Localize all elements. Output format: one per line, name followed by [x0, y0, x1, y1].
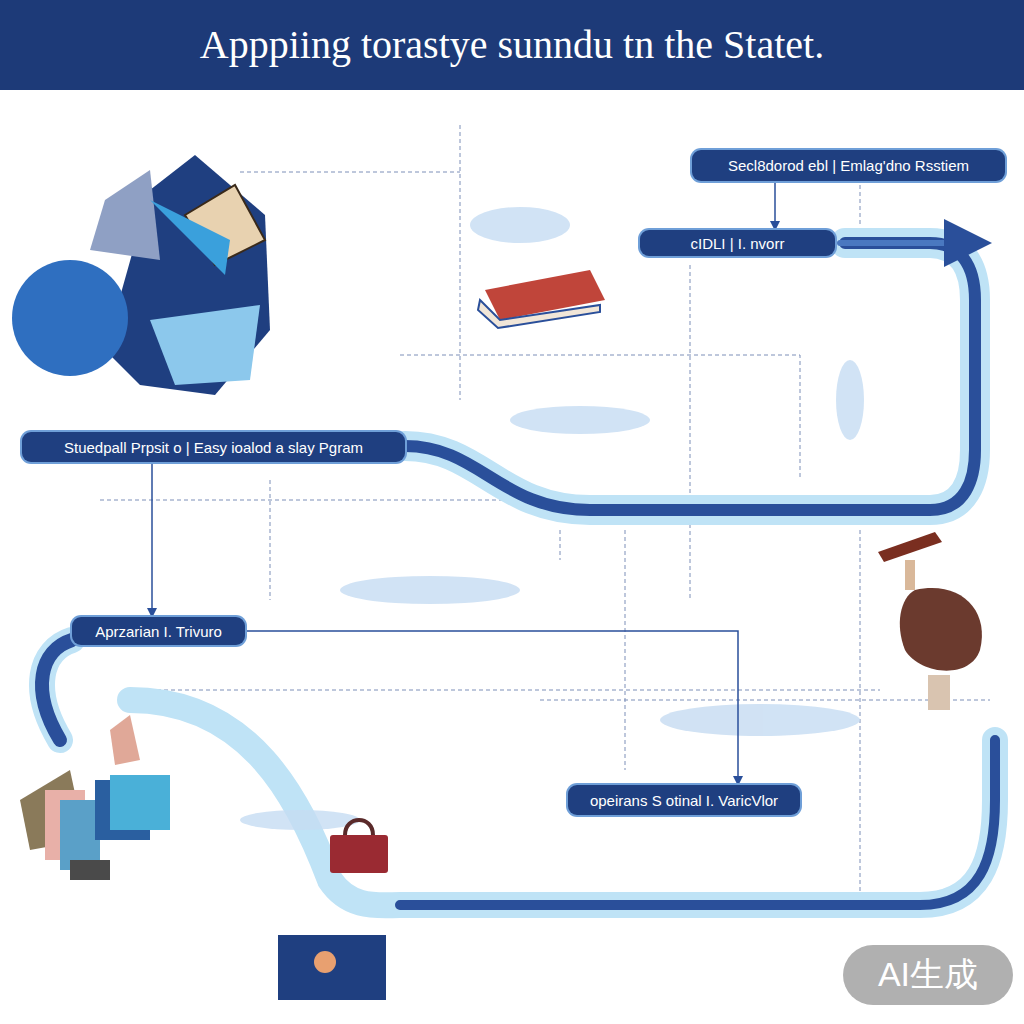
splashes [240, 207, 864, 830]
buildings-icon [20, 715, 170, 880]
connector [774, 181, 776, 230]
pill-text: cIDLI | I. nvorr [691, 235, 785, 252]
book-icon [478, 270, 605, 328]
suitcase-icon [900, 588, 982, 710]
watermark-badge: AI生成 [843, 945, 1013, 1005]
title: Apppiing torastye sunndu tn the Statet. [0, 0, 1024, 90]
label-pill: Aprzarian I. Trivuro [72, 617, 245, 645]
connector [151, 462, 153, 617]
pill-text: Stuedpall Prpsit o | Easy ioalod a slay … [64, 439, 363, 456]
pill-text: Aprzarian I. Trivuro [95, 623, 222, 640]
pen-icon [878, 532, 942, 590]
label-pill: Stuedpall Prpsit o | Easy ioalod a slay … [22, 432, 405, 462]
flag-icon [278, 935, 386, 1000]
label-pill: opeirans S otinal I. VaricVlor [568, 785, 800, 815]
guide-lines [100, 125, 990, 900]
label-pill: cIDLI | I. nvorr [640, 230, 835, 256]
pill-text: Secl8dorod ebl | Emlag'dno Rsstiem [728, 157, 969, 174]
watermark: AI生成 [878, 952, 978, 998]
bag-icon [330, 820, 388, 873]
pill-text: opeirans S otinal I. VaricVlor [590, 792, 778, 809]
track [42, 243, 995, 905]
label-pill: Secl8dorod ebl | Emlag'dno Rsstiem [692, 150, 1005, 181]
connector [245, 631, 738, 785]
globe-icon [12, 155, 270, 395]
